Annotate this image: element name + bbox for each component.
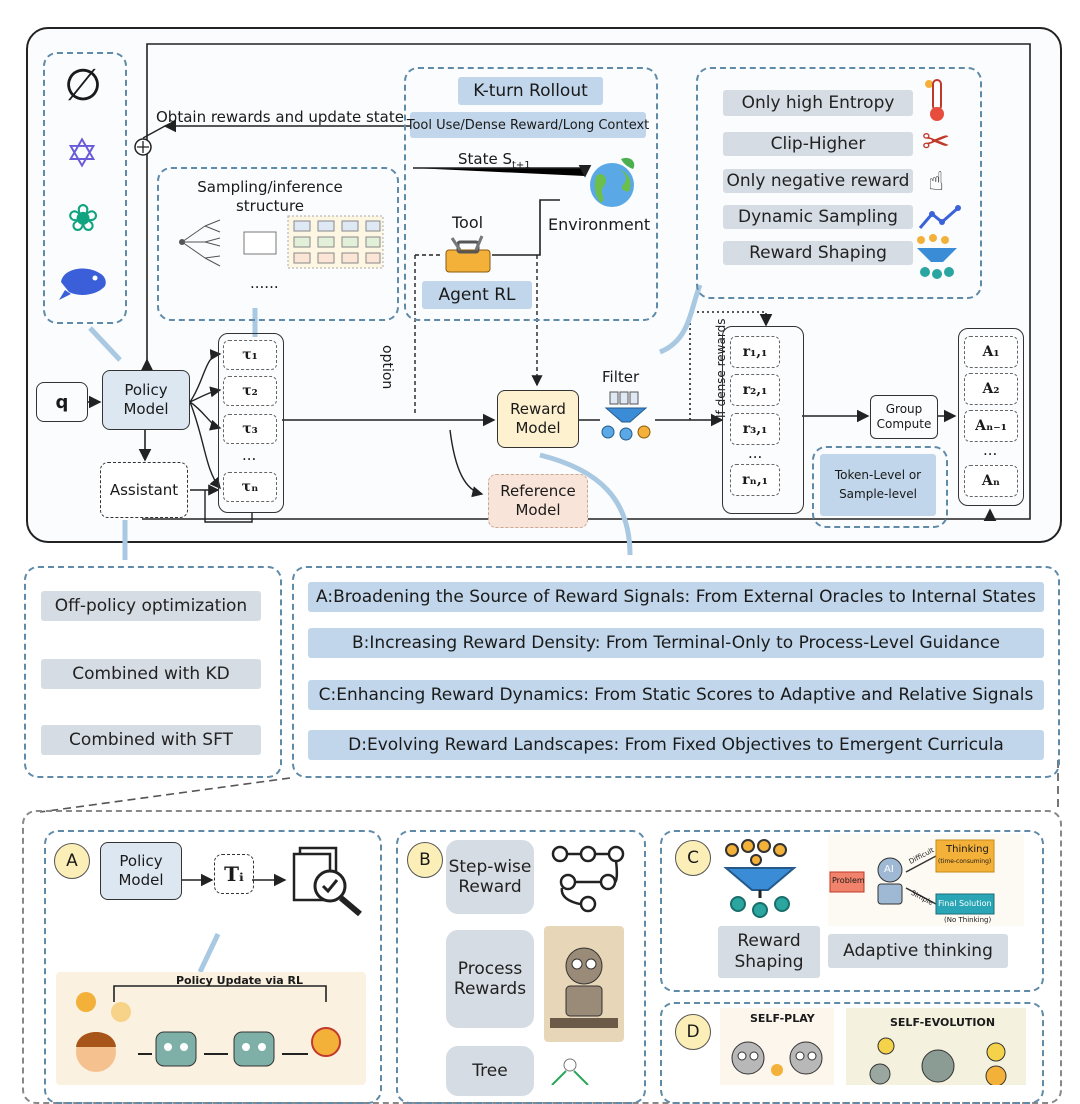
thermometer-icon <box>915 74 951 124</box>
trajectory-ellipsis: ... <box>242 446 257 464</box>
scissors-icon: ✂ <box>921 122 951 162</box>
theme-d: D:Evolving Reward Landscapes: From Fixed… <box>308 730 1044 760</box>
group-compute-box: Group Compute <box>870 395 938 439</box>
star-logo-icon: ✡ <box>65 131 99 177</box>
tool-label: Tool <box>452 213 484 232</box>
trajectory-1: τ₁ <box>223 340 277 370</box>
policy-update-label: Policy Update via RL <box>176 974 304 987</box>
reward-ellipsis: ... <box>748 444 763 462</box>
reward-column <box>722 326 804 514</box>
advantage-2: A₂ <box>964 373 1018 405</box>
token-level-box <box>812 446 948 528</box>
reward-model-box: Reward Model <box>497 390 579 448</box>
reward-n: rₙ,₁ <box>730 464 780 496</box>
technique-reward-shaping: Reward Shaping <box>723 241 913 265</box>
panel-a-policy-model: Policy Model <box>100 842 182 900</box>
advantage-n: Aₙ <box>964 465 1018 497</box>
adaptive-thinking-label: Adaptive thinking <box>828 934 1008 968</box>
trajectory-n: τₙ <box>223 472 277 502</box>
tree-icon <box>548 1055 608 1085</box>
techniques-box <box>696 67 982 299</box>
trajectory-3: τ₃ <box>223 414 277 444</box>
panel-c <box>660 830 1044 992</box>
state-label: State St+1 <box>458 150 531 171</box>
panel-d-letter: D <box>675 1014 711 1050</box>
sampling-title: Sampling/inference structure <box>197 178 343 215</box>
theme-a: A:Broadening the Source of Reward Signal… <box>308 582 1044 612</box>
method-off-policy: Off-policy optimization <box>41 591 261 621</box>
environment-label: Environment <box>548 215 651 234</box>
process-rewards: Process Rewards <box>446 930 534 1028</box>
policy-model-box: Policy Model <box>102 370 190 430</box>
query-box: q <box>36 382 88 422</box>
reward-1: r₁,₁ <box>730 336 780 368</box>
robot-factory-illustration <box>544 926 624 1042</box>
panel-c-letter: C <box>675 840 711 876</box>
filter-icon <box>598 390 654 442</box>
filter-label: Filter <box>602 368 640 386</box>
self-evolution-illustration: SELF-EVOLUTION <box>846 1008 1026 1085</box>
rollout-box <box>404 67 658 321</box>
step-wise-reward: Step-wise Reward <box>446 840 534 914</box>
tree-rewards: Tree <box>446 1046 534 1096</box>
trajectory-column <box>218 333 284 513</box>
self-evolution-label: SELF-EVOLUTION <box>890 1016 996 1029</box>
thinking-label: Thinking <box>946 844 989 855</box>
method-sft: Combined with SFT <box>41 725 261 755</box>
globe-icon <box>583 153 641 211</box>
technique-dynamic-sampling: Dynamic Sampling <box>723 205 913 229</box>
sampling-tree-illustration <box>170 212 390 272</box>
funnel-icon <box>913 234 961 280</box>
advantage-ellipsis: ... <box>983 441 998 459</box>
self-play-label: SELF-PLAY <box>750 1012 815 1025</box>
no-thinking-label: (No Thinking) <box>944 916 992 924</box>
reward-themes-box <box>292 566 1060 778</box>
reward-3: r₃,₁ <box>730 413 780 445</box>
advantage-column <box>958 328 1024 506</box>
theme-c: C:Enhancing Reward Dynamics: From Static… <box>308 680 1044 710</box>
brand-logo-icon: ∅ <box>63 60 103 111</box>
panel-a-letter: A <box>54 843 90 879</box>
reference-model-box: Reference Model <box>488 474 588 528</box>
reward-shaping-label: Reward Shaping <box>718 926 820 978</box>
adaptive-thinking-illustration: Problem AI Difficult Simple Thinking (ti… <box>828 834 1024 926</box>
panel-b-letter: B <box>407 842 443 878</box>
panel-a-trajectory: Tᵢ <box>214 854 254 894</box>
advantage-1: A₁ <box>964 336 1018 368</box>
technique-negative-reward: Only negative reward <box>723 169 913 193</box>
tool-use-label: Tool Use/Dense Reward/Long Context <box>407 112 649 138</box>
token-level-label: Token-Level or Sample-level <box>820 454 936 516</box>
document-check-icon <box>290 844 370 918</box>
trajectory-2: τ₂ <box>223 376 277 406</box>
method-kd: Combined with KD <box>41 659 261 689</box>
obtain-rewards-label: Obtain rewards and update state <box>156 108 404 126</box>
handshake-icon: ☝ <box>928 167 944 197</box>
trend-icon <box>918 204 962 232</box>
theme-b: B:Increasing Reward Density: From Termin… <box>308 628 1044 658</box>
step-chain-icon <box>548 842 628 914</box>
toolbox-icon <box>442 232 494 276</box>
whale-logo-icon <box>57 258 109 304</box>
technique-clip-higher: Clip-Higher <box>723 132 913 156</box>
ai-label: AI <box>884 864 894 875</box>
k-turn-label: K-turn Rollout <box>458 77 603 105</box>
model-logos-box <box>43 52 127 324</box>
policy-update-illustration: Policy Update via RL <box>56 972 366 1085</box>
thinking-sub-label: (time-consuming) <box>938 858 992 865</box>
advantage-n-1: Aₙ₋₁ <box>964 410 1018 442</box>
sampling-box <box>157 167 399 321</box>
assistant-box: Assistant <box>100 462 188 518</box>
shaping-funnel-icon <box>722 838 798 920</box>
self-play-illustration: SELF-PLAY <box>720 1008 834 1085</box>
final-solution-label: Final Solution <box>938 899 992 908</box>
technique-high-entropy: Only high Entropy <box>723 90 913 116</box>
openai-logo-icon: ❀ <box>67 196 99 240</box>
training-methods-box <box>24 566 282 778</box>
sampling-dots: ...... <box>250 274 279 292</box>
option-label: option <box>379 345 395 390</box>
problem-label: Problem <box>832 876 865 885</box>
reward-2: r₂,₁ <box>730 374 780 406</box>
agent-rl-label: Agent RL <box>422 281 532 309</box>
